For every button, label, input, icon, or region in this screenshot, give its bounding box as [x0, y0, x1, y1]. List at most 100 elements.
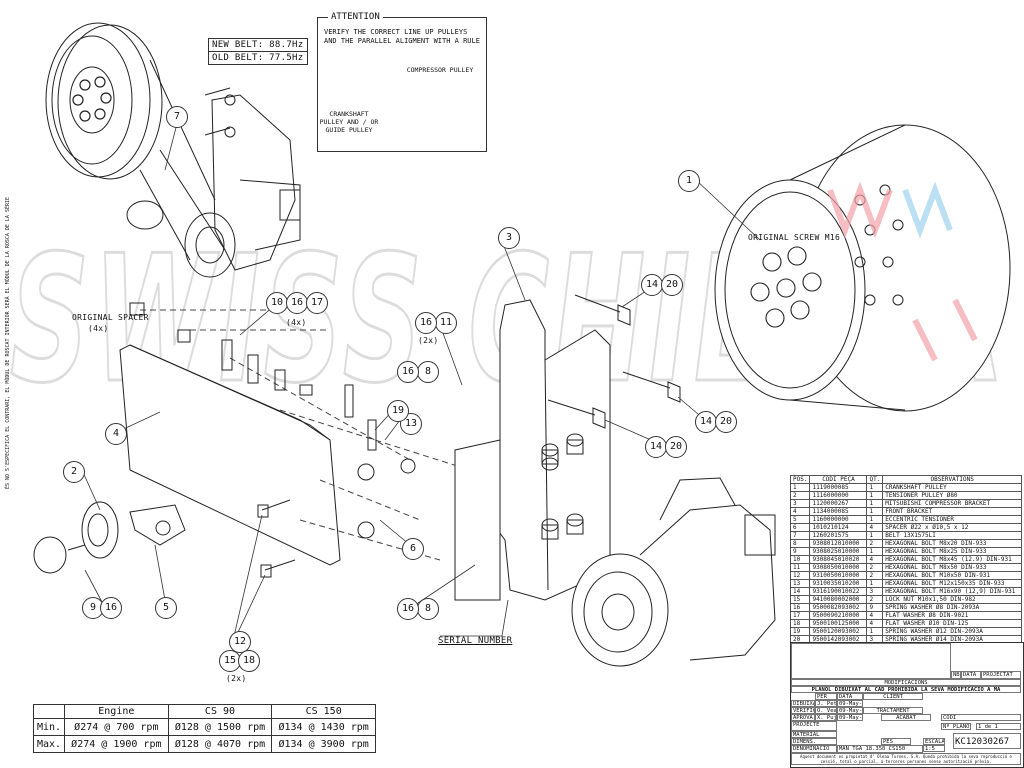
table-cell: HEXAGONAL BOLT M8x50 DIN-933	[882, 563, 1022, 572]
verifica-label: VERIFICA	[791, 707, 815, 714]
table-cell: 8	[789, 539, 811, 548]
material-label: MATERIAL	[791, 731, 837, 738]
table-cell: BELT 13X1575LI	[882, 531, 1022, 540]
table-cell: 9308025010000	[809, 547, 868, 556]
attention-text: VERIFY THE CORRECT LINE UP PULLEYS AND T…	[324, 28, 480, 45]
table-cell: 13	[789, 579, 811, 588]
table-cell: 1	[866, 515, 884, 524]
table-cell: 7	[789, 531, 811, 540]
table-cell: SPACER Ø22 x Ø10,5 x 12	[882, 523, 1022, 532]
callout-3: 3	[498, 227, 520, 249]
aprova-date: 09-May-12	[837, 714, 863, 721]
table-cell: HEXAGONAL BOLT M10x50 DIN-931	[882, 571, 1022, 580]
table-cell: LOCK NUT M10x1,50 DIN-982	[882, 595, 1022, 604]
sheet-count: 1 de 1	[976, 723, 1021, 730]
table-cell: FLAT WASHER Ø8 DIN-9021	[882, 611, 1022, 620]
table-cell: 9310035010200	[809, 579, 868, 588]
table-cell: 1	[866, 531, 884, 540]
column-header: OBSERVATIONS	[882, 475, 1022, 484]
callout-10: 10	[266, 292, 288, 314]
table-cell: 3	[789, 499, 811, 508]
table-cell: 19	[789, 627, 811, 636]
nbr-label: NBR	[951, 671, 961, 679]
callout-17: 17	[306, 292, 328, 314]
table-cell: 2	[866, 563, 884, 572]
table-cell: 1	[866, 491, 884, 500]
table-cell: MITSUBISHI COMPRESSOR BRACKET	[882, 499, 1022, 508]
table-cell: Ø274 @ 700 rpm	[64, 718, 169, 736]
callout-20: 20	[665, 436, 687, 458]
table-cell: 9410080002000	[809, 595, 868, 604]
table-cell: 1119000085	[809, 483, 868, 492]
new-belt-note: NEW BELT: 88.7Hz	[208, 38, 308, 52]
attention-box: ATTENTION VERIFY THE CORRECT LINE UP PUL…	[317, 12, 487, 152]
table-cell: TENSIONER PULLEY Ø80	[882, 491, 1022, 500]
callout-14: 14	[641, 274, 663, 296]
denominacio-value: MAN TGA 18.350 CS150	[837, 745, 923, 753]
column-header: Engine	[64, 704, 169, 719]
acabat-label: ACABAT	[881, 714, 931, 721]
table-cell: ECCENTRIC TENSIONER	[882, 515, 1022, 524]
row-label: Min.	[33, 718, 65, 736]
denominacio-label: DENOMINACIÓ	[791, 745, 837, 753]
table-cell: Ø128 @ 4070 rpm	[167, 735, 273, 753]
table-cell: FRONT BRACKET	[882, 507, 1022, 516]
verifica-date: 09-May-12	[837, 707, 863, 714]
table-cell: 9308045010020	[809, 555, 868, 564]
serial-number-label: SERIAL NUMBER	[438, 636, 513, 646]
callout-16: 16	[397, 598, 419, 620]
callout-1: 1	[678, 170, 700, 192]
crankshaft-pulley-label: CRANKSHAFT PULLEY AND / OR GUIDE PULLEY	[319, 110, 379, 134]
callout-7: 7	[166, 106, 188, 128]
table-cell: 5	[789, 515, 811, 524]
cad-warning: PLÀNOL DIBUIXAT AL CAD PROHIBIDA LA SEVA…	[791, 686, 1021, 693]
table-cell: 16	[789, 603, 811, 612]
compressor-drawing	[571, 477, 776, 667]
modificacions-label: MODIFICACIONS	[791, 679, 1021, 686]
callout-15: 15	[219, 650, 241, 672]
table-cell: HEXAGONAL BOLT M8x20 DIN-933	[882, 539, 1022, 548]
column-header: CODI PEÇA	[809, 475, 868, 484]
crankshaft-pulley-drawing	[714, 124, 1011, 412]
table-row: Max. Ø274 @ 1900 rpm Ø128 @ 4070 rpm Ø13…	[33, 735, 376, 753]
table-cell: 1010210124	[809, 523, 868, 532]
table-cell: 17	[789, 611, 811, 620]
attention-title: ATTENTION	[328, 12, 383, 22]
table-cell: 1	[866, 507, 884, 516]
callout-20: 20	[715, 411, 737, 433]
parts-header-row: POS. CODI PEÇA QT. OBSERVATIONS	[789, 475, 1022, 484]
verifica-by: O. Vea	[815, 707, 837, 714]
column-header: QT.	[866, 475, 884, 484]
table-cell: 4	[866, 619, 884, 628]
table-cell: HEXAGONAL BOLT M8x25 DIN-933	[882, 547, 1022, 556]
table-cell: 2	[866, 539, 884, 548]
copyright-note: Aquest document es propietat d' Oleaa Tu…	[791, 753, 1021, 765]
table-cell: 9500120093002	[809, 627, 868, 636]
callout-8: 8	[417, 598, 439, 620]
table-cell: 9	[866, 603, 884, 612]
column-header: CS 150	[271, 704, 376, 719]
table-cell: 15	[789, 595, 811, 604]
table-cell: Ø274 @ 1900 rpm	[64, 735, 169, 753]
rpm-header-row: Engine CS 90 CS 150	[33, 704, 376, 719]
callout-11: 11	[435, 312, 457, 334]
side-note-text: ÉS NO S'ESPECIFICA EL CONTRARI, EL MÒDUL…	[5, 197, 11, 489]
callout-16: 16	[100, 597, 122, 619]
callout-20: 20	[661, 274, 683, 296]
callout-2: 2	[63, 461, 85, 483]
data-label: DATA	[837, 693, 863, 700]
callout-16: 16	[415, 312, 437, 334]
title-block: NBR DATA PROJECTAT MODIFICACIONS PLÀNOL …	[790, 642, 1024, 768]
